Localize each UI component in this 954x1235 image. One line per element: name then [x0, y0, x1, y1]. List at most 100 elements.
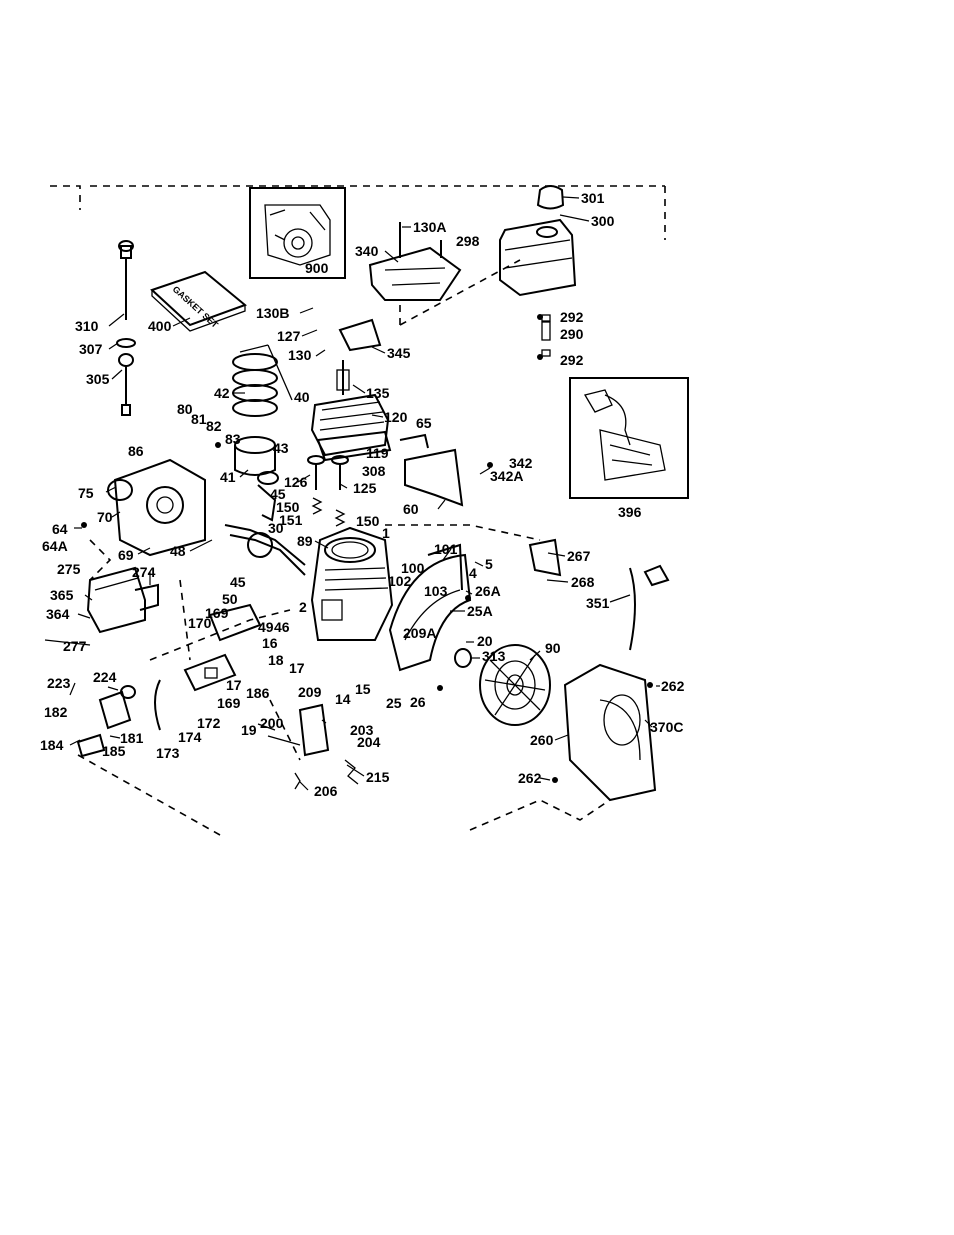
- valves-and-springs: [307, 455, 349, 527]
- callout-label: 169: [217, 695, 241, 711]
- callout-label: 223: [47, 675, 71, 691]
- fuel-line: [629, 564, 670, 651]
- assembly-dashed-lines: [50, 185, 666, 836]
- callout-label: 351: [586, 595, 610, 611]
- callout-label: 17: [289, 660, 305, 676]
- callout-label: 100: [401, 560, 425, 576]
- air-baffle: [388, 543, 472, 672]
- callout-label: 64: [52, 521, 68, 537]
- callout-label: 4: [469, 565, 477, 581]
- callout-label: 150: [276, 499, 300, 515]
- callout-label: 900: [305, 260, 329, 276]
- callout-label: 16: [262, 635, 278, 651]
- callout-label: 203: [350, 722, 374, 738]
- callout-label: 41: [220, 469, 236, 485]
- callout-label: 42: [214, 385, 230, 401]
- callout-label: 43: [273, 440, 289, 456]
- callout-label: 396: [618, 504, 642, 520]
- crankshaft: [224, 471, 306, 576]
- intake-gaskets: [154, 603, 262, 731]
- callout-label: 40: [294, 389, 310, 405]
- callout-label: 204: [357, 734, 381, 750]
- callout-label: 17: [226, 677, 242, 693]
- callout-label: 262: [661, 678, 685, 694]
- callout-label: 81: [191, 411, 207, 427]
- callout-label: 49: [258, 619, 274, 635]
- callout-label: 130A: [413, 219, 446, 235]
- piston-assembly: [232, 344, 293, 476]
- callout-label: 301: [581, 190, 605, 206]
- callout-label: 260: [530, 732, 554, 748]
- callout-label: 80: [177, 401, 193, 417]
- callout-label: 70: [97, 509, 113, 525]
- tank-bracket: [368, 222, 462, 301]
- callout-label: 300: [591, 213, 615, 229]
- callout-label: 30: [268, 520, 284, 536]
- callout-label: 2: [299, 599, 307, 615]
- callout-label: 305: [86, 371, 110, 387]
- callout-label: 86: [128, 443, 144, 459]
- callout-label: 151: [279, 512, 303, 528]
- callout-label: 215: [366, 769, 390, 785]
- callout-label: 126: [284, 474, 308, 490]
- callout-label: 370C: [650, 719, 683, 735]
- callout-label: 45: [270, 486, 286, 502]
- governor-linkage: [267, 703, 359, 790]
- callout-label: 308: [362, 463, 386, 479]
- engine-block: [310, 526, 394, 641]
- inset-396-box: [569, 377, 689, 499]
- inset-900-box: [249, 187, 346, 279]
- callout-label: 26: [410, 694, 426, 710]
- callout-label: 15: [355, 681, 371, 697]
- callout-label: 170: [188, 615, 212, 631]
- breather-parts: [76, 314, 653, 783]
- callout-label: 307: [79, 341, 103, 357]
- callout-label: 130: [288, 347, 312, 363]
- callout-label: 69: [118, 547, 134, 563]
- callout-label: 5: [485, 556, 493, 572]
- callout-label: 209A: [403, 625, 436, 641]
- callout-label: 50: [222, 591, 238, 607]
- callout-label: 14: [335, 691, 351, 707]
- callout-label: 186: [246, 685, 270, 701]
- callout-label: 274: [132, 564, 156, 580]
- leader-lines: [44, 196, 660, 791]
- callout-label: 64A: [42, 538, 68, 554]
- callout-label: 184: [40, 737, 64, 753]
- callout-label: 89: [297, 533, 313, 549]
- callout-label: 313: [482, 648, 506, 664]
- callout-label: 150: [356, 513, 380, 529]
- callout-label: 277: [63, 638, 87, 654]
- callout-label: 26A: [475, 583, 501, 599]
- callout-label: 342A: [490, 468, 523, 484]
- callout-label: 169: [205, 605, 229, 621]
- callout-label: 48: [170, 543, 186, 559]
- callout-label: 83: [225, 431, 241, 447]
- callout-label: 101: [434, 541, 458, 557]
- blower-housing: [563, 663, 657, 802]
- callout-label: 224: [93, 669, 117, 685]
- callout-label: 298: [456, 233, 480, 249]
- callout-labels: 301 300 130A 298 340 900 310 400 130B 29…: [40, 190, 685, 799]
- callout-label: 135: [366, 385, 390, 401]
- callout-label: 90: [545, 640, 561, 656]
- callout-label: 120: [384, 409, 408, 425]
- callout-label: 20: [477, 633, 493, 649]
- callout-label: 25A: [467, 603, 493, 619]
- flywheel: [454, 644, 551, 726]
- callout-label: 181: [120, 730, 144, 746]
- callout-label: 290: [560, 326, 584, 342]
- brackets: [399, 433, 562, 577]
- callout-label: 18: [268, 652, 284, 668]
- callout-label: 182: [44, 704, 68, 720]
- callout-label: 174: [178, 729, 202, 745]
- callout-label: 364: [46, 606, 70, 622]
- crankcase-cover: [107, 458, 206, 557]
- callout-label: 125: [353, 480, 377, 496]
- callout-label: 1: [382, 525, 390, 541]
- callout-label: 25: [386, 695, 402, 711]
- callout-label: 60: [403, 501, 419, 517]
- callout-label: 102: [388, 573, 412, 589]
- callout-label: 268: [571, 574, 595, 590]
